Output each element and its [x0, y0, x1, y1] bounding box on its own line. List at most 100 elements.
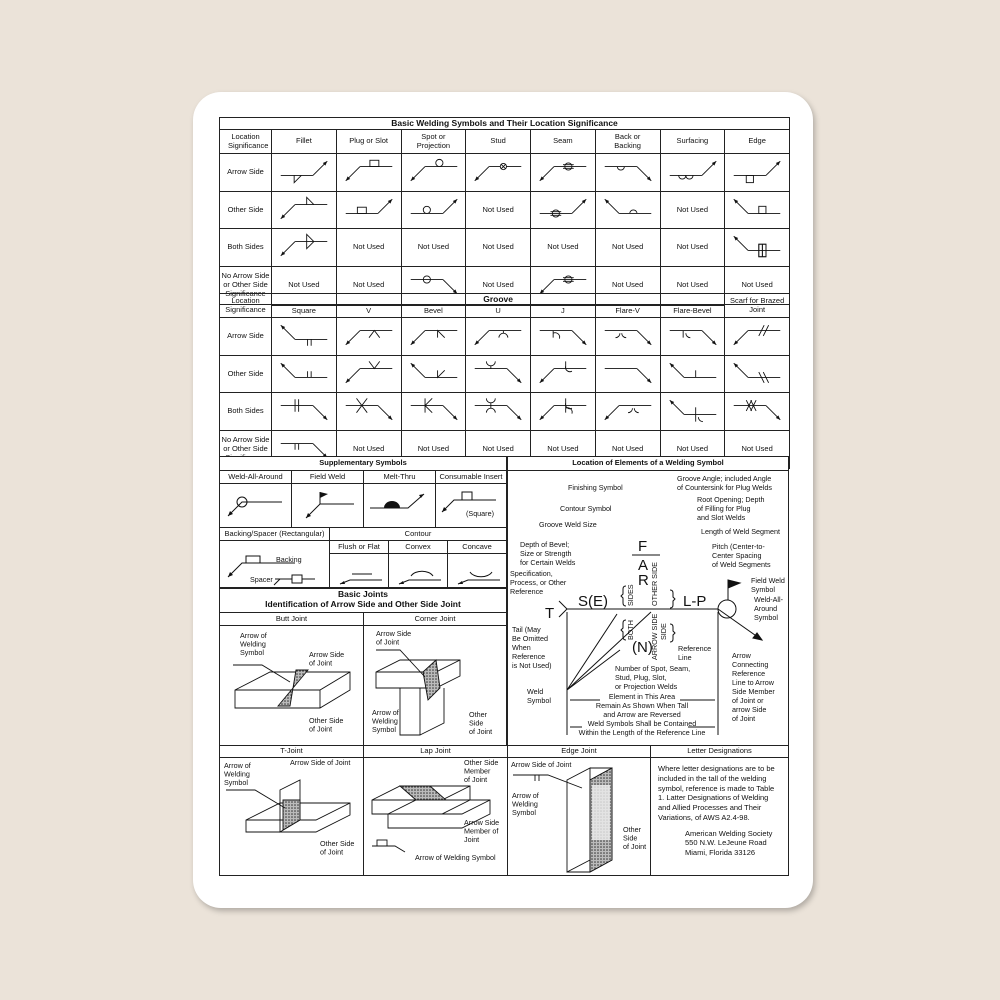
tail-label: Be Omitted — [512, 634, 548, 643]
depth-label: Depth of Bevel; — [520, 540, 569, 549]
supplementary-cell — [291, 483, 364, 528]
butt-joint-header: Butt Joint — [219, 612, 364, 626]
symbol-cell — [400, 317, 467, 356]
groove-column-header: J — [530, 305, 596, 318]
spot-weld-symbol-icon — [410, 198, 458, 214]
row-label: Other Side — [219, 354, 272, 394]
root-label: Root Opening; Depth — [697, 495, 765, 504]
symbol-cell — [594, 190, 661, 230]
consumable-insert-icon: (Square) — [441, 491, 496, 518]
spec-label: Process, or Other — [510, 578, 567, 587]
contained-label: Within the Length of the Reference Line — [579, 728, 706, 737]
elements-section — [507, 456, 789, 746]
groove-angle-label: of Countersink for Plug Welds — [677, 483, 772, 492]
symbol-cell — [400, 392, 467, 431]
v-weld-symbol-icon — [345, 360, 393, 383]
symbol-cell — [594, 354, 661, 394]
symbol-cell — [659, 392, 726, 431]
depth-label: Size or Strength — [520, 549, 572, 558]
arrow-label: Connecting — [732, 660, 768, 669]
scarf-header: Scarf for Brazed Joint — [724, 293, 791, 318]
number-label: Stud, Plug, Slot, — [615, 673, 667, 682]
symbol-cell — [659, 317, 726, 356]
edge-weld-symbol-icon — [733, 160, 781, 184]
table-row: Arrow Side — [219, 317, 791, 356]
basic-joints-heading: Basic Joints — [337, 589, 389, 599]
contour-label: Contour Symbol — [560, 504, 612, 513]
groove-angle-label: Groove Angle; included Angle — [677, 474, 771, 483]
plug-weld-symbol-icon — [345, 159, 393, 182]
row-label: Both Sides — [219, 392, 272, 431]
groove-size-label: Groove Weld Size — [539, 520, 597, 529]
number-letter: (N) — [632, 639, 653, 656]
pitch-label: of Weld Segments — [712, 560, 771, 569]
other-side-label: OTHER SIDE — [650, 562, 659, 606]
not-used-cell: Not Used — [465, 190, 531, 230]
spacer-label: Spacer — [250, 575, 273, 584]
tail-label: Reference — [512, 652, 545, 661]
column-header: Spot or Projection — [400, 129, 467, 154]
edge-weld-symbol-icon — [733, 198, 781, 214]
finishing-label: Finishing Symbol — [568, 483, 623, 492]
groove-column-header: Flare-Bevel — [659, 305, 726, 318]
scarf-weld-symbol-icon — [733, 324, 781, 346]
table-row: Other Side — [219, 354, 791, 394]
flarev-weld-symbol-icon — [604, 330, 652, 346]
contour-cell — [329, 553, 389, 588]
symbol-cell — [530, 392, 596, 431]
aws-city: Miami, Florida 33126 — [685, 848, 756, 857]
length-label: Length of Weld Segment — [701, 527, 780, 536]
row-label: Other Side — [219, 190, 272, 230]
symbol-cell — [271, 317, 337, 356]
row-label: Arrow Side — [219, 317, 272, 356]
tail-label: When — [512, 643, 531, 652]
seam-weld-symbol-icon — [539, 275, 587, 295]
groove-column-header: Bevel — [400, 305, 467, 318]
fillet-weld-symbol-icon — [280, 160, 328, 184]
number-label: Number of Spot, Seam, — [615, 664, 690, 673]
row-label: Arrow Side — [219, 153, 272, 192]
tail-letter: T — [545, 605, 554, 622]
symbol-cell — [724, 153, 791, 192]
root-label: of Filling for Plug — [697, 504, 751, 513]
spec-label: Specification, — [510, 569, 553, 578]
element-area-label: and Arrow are Reversed — [603, 710, 681, 719]
symbol-cell — [530, 317, 596, 356]
element-area-label: Remain As Shown When Tall — [596, 701, 689, 710]
not-used-cell: Not Used — [400, 228, 467, 267]
backing-cell: Backing Spacer — [219, 540, 330, 588]
flarev-weld-symbol-icon — [604, 367, 652, 383]
corner-joint-cell — [363, 625, 507, 746]
basic-joints-subheading: Identification of Arrow Side and Other S… — [265, 598, 461, 609]
aws-street: 550 N.W. LeJeune Road — [685, 838, 767, 848]
not-used-cell: Not Used — [594, 228, 661, 267]
size-letter: S(E) — [578, 593, 608, 610]
column-header: Fillet — [271, 129, 337, 154]
number-label: or Projection Welds — [615, 682, 678, 691]
table-row: Both Sides — [219, 392, 791, 431]
symbol-cell — [724, 190, 791, 230]
tail-label: Tail (May — [512, 625, 541, 634]
square-weld-symbol-icon — [280, 399, 328, 421]
flarebevel-weld-symbol-icon — [669, 330, 717, 346]
symbol-cell — [335, 317, 402, 356]
row-label: Both Sides — [219, 228, 272, 267]
basic-joints-title: Basic Joints Identification of Arrow Sid… — [219, 589, 507, 610]
backing-weld-symbol-icon — [604, 198, 652, 214]
all-around-label: Weld-All- — [754, 595, 784, 604]
bevel-weld-symbol-icon — [409, 362, 457, 379]
pitch-label: Pitch (Center-to- — [712, 542, 765, 551]
weld-all-around-icon — [227, 496, 282, 517]
element-area-label: Element in This Area — [609, 692, 675, 701]
fillet-weld-symbol-icon — [280, 195, 328, 219]
corner-joint-header: Corner Joint — [363, 612, 507, 626]
seam-weld-symbol-icon — [539, 162, 587, 182]
j-weld-symbol-icon — [539, 330, 587, 346]
fillet-weld-symbol-icon — [280, 233, 328, 257]
all-around-label: Around — [754, 604, 777, 613]
length-pitch-letter: L-P — [683, 593, 706, 610]
spot-weld-symbol-icon — [409, 158, 457, 182]
symbol-cell — [335, 190, 402, 230]
t-joint-cell — [219, 757, 364, 876]
symbol-cell — [271, 228, 337, 267]
